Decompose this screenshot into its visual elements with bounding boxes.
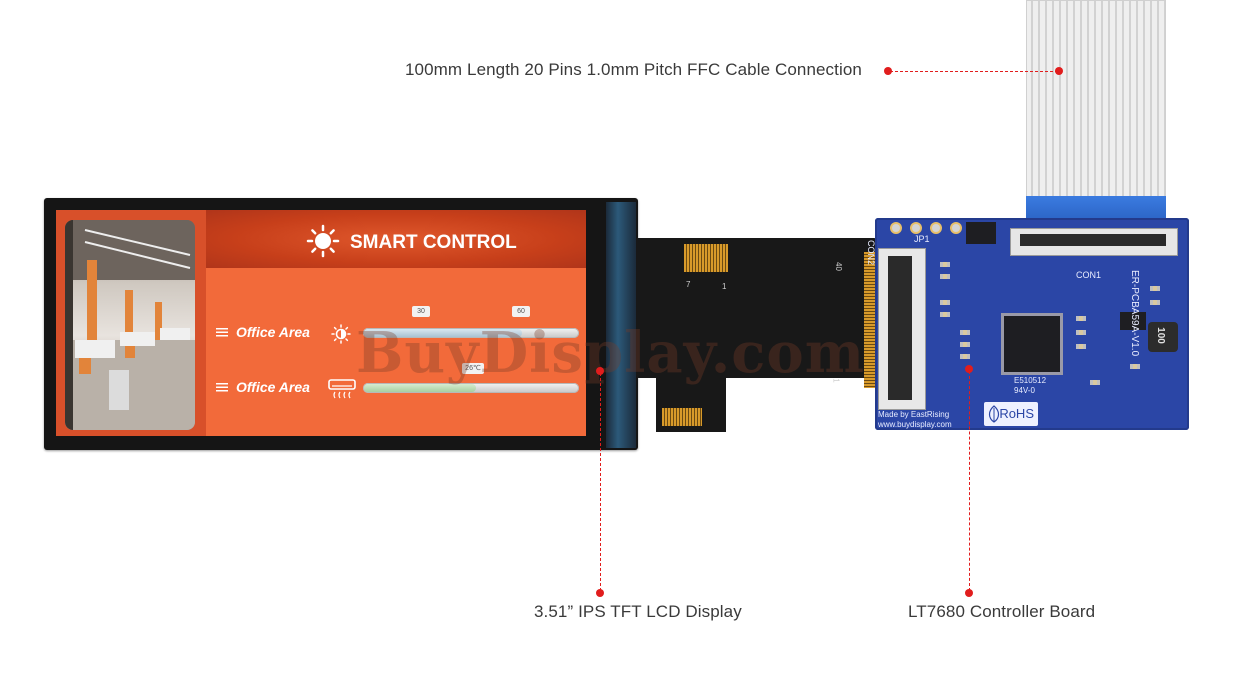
air-conditioner-icon xyxy=(328,379,356,399)
flex-pin-7: 7 xyxy=(686,280,691,289)
office-area-label-1: Office Area xyxy=(236,324,310,340)
callout-dot xyxy=(884,67,892,75)
leaf-icon xyxy=(988,405,1000,423)
smd-component xyxy=(960,342,970,347)
inductor-label: 100 xyxy=(1154,327,1166,344)
callout-line xyxy=(969,371,970,591)
flex-pin-1: 1 xyxy=(722,282,727,291)
smd-component xyxy=(940,262,950,267)
smd-component xyxy=(1130,364,1140,369)
smd-component xyxy=(940,312,950,317)
pcb-url-label: www.buydisplay.com xyxy=(878,420,952,429)
pcb-pad xyxy=(932,224,940,232)
office-area-label-2: Office Area xyxy=(236,379,310,395)
flex-contact-fingers xyxy=(864,252,878,388)
brightness-slider-fill xyxy=(364,329,522,337)
callout-ffc-cable: 100mm Length 20 Pins 1.0mm Pitch FFC Cab… xyxy=(405,60,862,79)
temperature-bubble: 26℃ xyxy=(462,363,484,374)
small-ic xyxy=(966,222,996,244)
pcb-maker-label: Made by EastRising xyxy=(878,410,950,419)
flex-cable xyxy=(636,238,876,378)
pcb-cert-label: E510512 xyxy=(1014,376,1047,385)
smd-component xyxy=(1076,344,1086,349)
smd-component xyxy=(960,330,970,335)
smd-component xyxy=(940,274,950,279)
smd-component xyxy=(1090,380,1100,385)
callout-dot xyxy=(1055,67,1063,75)
ffc-cable-stiffener xyxy=(1026,196,1166,222)
callout-line xyxy=(890,71,1058,72)
temperature-slider-fill xyxy=(364,384,476,392)
smd-component xyxy=(1150,286,1160,291)
smd-component xyxy=(1076,316,1086,321)
flex-gold-traces-bottom xyxy=(662,408,702,426)
slider-bubble-max: 60 xyxy=(512,306,530,317)
pcb-pad xyxy=(912,224,920,232)
screen-title: SMART CONTROL xyxy=(350,232,517,253)
pcb-pad xyxy=(952,224,960,232)
callout-dot xyxy=(596,589,604,597)
smd-component xyxy=(1150,300,1160,305)
ffc-connector-slot xyxy=(1020,234,1166,246)
pcb-model-label: ER-PCBA59A-V1.0 xyxy=(1129,270,1140,357)
office-photo-drawing xyxy=(65,220,195,430)
pcb-cert2-label: 94V-0 xyxy=(1014,386,1035,395)
menu-icon xyxy=(216,328,228,337)
lcd-fpc-connector-slot xyxy=(888,256,912,400)
pcb-con2-label: CON2 xyxy=(866,240,876,266)
callout-dot xyxy=(596,367,604,375)
buydisplay-watermark: BuyDisplay.com xyxy=(356,320,865,386)
brightness-icon xyxy=(331,324,351,344)
callout-dot xyxy=(965,589,973,597)
pcb-jp1-label: JP1 xyxy=(914,234,930,244)
lcd-module-edge xyxy=(606,202,636,448)
ffc-cable xyxy=(1026,0,1166,200)
screen-header xyxy=(206,210,586,268)
inductor xyxy=(1148,322,1178,352)
sun-icon xyxy=(306,224,340,258)
slider-bubble-min: 30 xyxy=(412,306,430,317)
smd-component xyxy=(940,300,950,305)
menu-icon xyxy=(216,383,228,392)
office-photo xyxy=(65,220,195,430)
smd-component xyxy=(1076,330,1086,335)
callout-dot xyxy=(965,365,973,373)
smd-component xyxy=(960,354,970,359)
pcb-con1-label: CON1 xyxy=(1076,270,1102,280)
callout-lcd-display: 3.51” IPS TFT LCD Display xyxy=(534,602,742,621)
callout-controller-board: LT7680 Controller Board xyxy=(908,602,1096,621)
lt7680-chip xyxy=(1004,316,1060,372)
callout-line xyxy=(600,373,601,591)
pcb-pad xyxy=(892,224,900,232)
lcd-screen: SMART CONTROL Office Area 30 60 Office A… xyxy=(56,210,586,436)
flex-pin-40: 40 xyxy=(833,262,843,271)
flex-gold-traces-top xyxy=(684,244,728,272)
regulator-ic xyxy=(1120,312,1146,330)
